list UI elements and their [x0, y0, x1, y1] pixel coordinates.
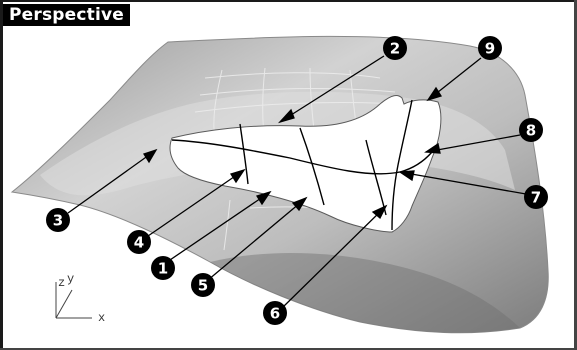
callout-4: 4: [127, 230, 151, 254]
axis-x-label: x: [98, 311, 105, 325]
curve-vertical-5: [299, 127, 325, 206]
axis-z-label: z: [58, 276, 65, 290]
curve-vertical-4: [239, 123, 249, 185]
callout-2: 2: [383, 36, 407, 60]
trimmed-hole: [169, 95, 442, 233]
viewport-title[interactable]: Perspective: [3, 4, 131, 26]
viewport-border-top: [0, 0, 577, 2]
world-axes-icon: [55, 282, 92, 319]
callout-6: 6: [263, 301, 287, 325]
callout-number: 7: [531, 189, 541, 207]
callout-leaders: [67, 55, 527, 309]
callout-1: 1: [151, 256, 175, 280]
curve-horizontal: [171, 139, 433, 175]
viewport-border-bottom: [0, 348, 577, 350]
callout-number: 8: [526, 122, 536, 140]
curve-vertical-8: [391, 99, 413, 231]
viewport-border-left: [0, 0, 3, 350]
callout-number: 1: [158, 260, 168, 278]
callout-7: 7: [524, 185, 548, 209]
callout-number: 3: [53, 212, 63, 230]
callout-number: 9: [485, 40, 495, 58]
callout-number: 5: [198, 277, 208, 295]
callout-number: 6: [270, 305, 280, 323]
callout-8: 8: [519, 118, 543, 142]
callout-9: 9: [478, 36, 502, 60]
callout-number: 2: [390, 40, 400, 58]
callout-number: 4: [134, 234, 144, 252]
surface-fold-shadow: [210, 253, 520, 333]
viewport-border-right: [574, 0, 577, 350]
callout-3: 3: [46, 208, 70, 232]
axis-y-label: y: [67, 272, 74, 286]
callout-5: 5: [191, 273, 215, 297]
